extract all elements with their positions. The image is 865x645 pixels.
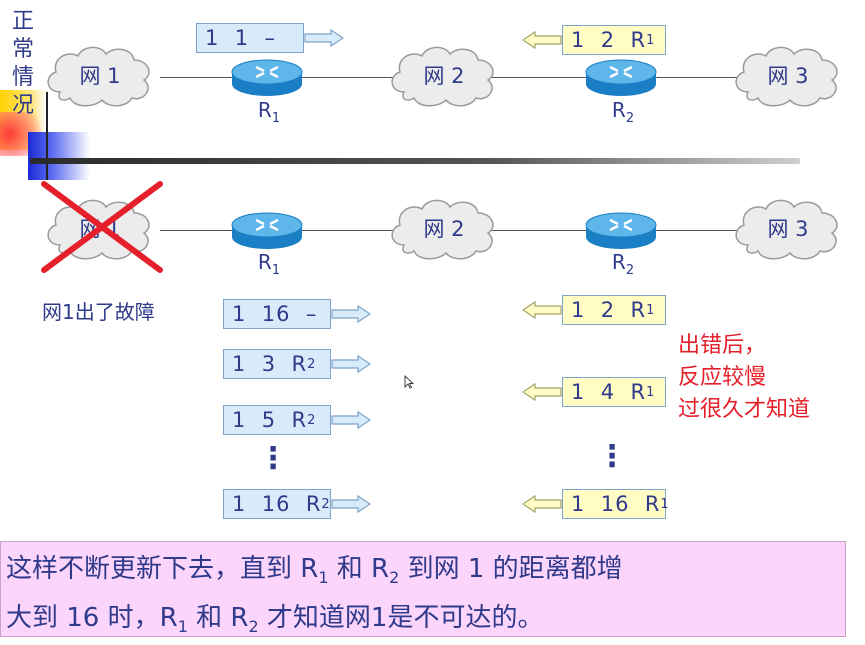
- summary-line-2: 大到 16 时，R1 和 R2 才知道网1是不可达的。: [6, 603, 544, 637]
- failure-r2-arrow-left-icon: [522, 495, 562, 513]
- bottom-router-r1-icon: [230, 211, 304, 251]
- summary-text: 这样不断更新下去，直到 R1 和 R2 到网 1 的距离都增 大到 16 时，R…: [6, 549, 846, 645]
- top-net3-cloud: 网 3: [730, 42, 846, 108]
- top-net1-cloud: 网 1: [42, 42, 158, 108]
- failure-r1-arrow-right-icon: [331, 305, 371, 323]
- normal-r2-arrow-left-icon: [522, 31, 562, 49]
- bottom-net3-cloud: 网 3: [730, 195, 846, 261]
- bottom-net2-label: 网 2: [423, 217, 465, 241]
- top-net3-label: 网 3: [767, 64, 809, 88]
- failure-r2-arrow-left-icon: [522, 383, 562, 401]
- bottom-net2-cloud: 网 2: [386, 195, 502, 261]
- top-router-r1-label: R1: [257, 98, 281, 126]
- normal-r1-arrow-right-icon: [304, 29, 344, 47]
- bottom-net3-label: 网 3: [767, 217, 809, 241]
- top-router-r1-icon: [230, 58, 304, 98]
- failure-r1-arrow-right-icon: [331, 495, 371, 513]
- top-router-r2-label: R2: [611, 98, 635, 126]
- failure-r1-ellipsis: ⋮: [258, 441, 288, 476]
- summary-box: [0, 541, 846, 637]
- failure-r1-route-entry-1: 1 16 –: [223, 299, 331, 329]
- top-net2-cloud: 网 2: [386, 42, 502, 108]
- bottom-router-r2-label: R2: [611, 250, 635, 278]
- failure-r1-arrow-right-icon: [331, 355, 371, 373]
- section-divider: [30, 158, 800, 164]
- slow-convergence-note: 出错后， 反应较慢 过很久才知道: [678, 333, 811, 422]
- normal-r1-route-entry: 1 1 –: [196, 23, 304, 53]
- normal-case-label: 正 常 情 况: [11, 9, 34, 118]
- top-router-r2-icon: [584, 58, 658, 98]
- slide-decoration-line: [46, 92, 48, 180]
- failure-r1-arrow-right-icon: [331, 411, 371, 429]
- failure-r2-ellipsis: ⋮: [597, 439, 627, 474]
- failure-r2-arrow-left-icon: [522, 301, 562, 319]
- top-net1-label: 网 1: [79, 64, 121, 88]
- summary-line-1: 这样不断更新下去，直到 R1 和 R2 到网 1 的距离都增: [6, 554, 623, 588]
- bottom-router-r1-label: R1: [257, 250, 281, 278]
- top-net2-label: 网 2: [423, 64, 465, 88]
- bottom-router-r2-icon: [584, 211, 658, 251]
- failure-cross-icon: [36, 180, 168, 276]
- mouse-cursor-icon: [404, 374, 415, 389]
- slide-decoration-blue: [28, 132, 90, 180]
- failure-label: 网1出了故障: [42, 300, 155, 324]
